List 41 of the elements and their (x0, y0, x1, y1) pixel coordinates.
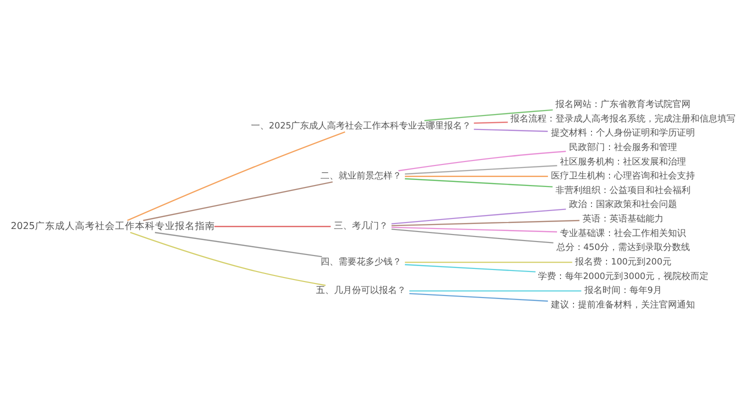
connector (391, 208, 566, 224)
connector (404, 264, 536, 272)
node-text: 建议：提前准备材料，关注官网通知 (551, 300, 696, 310)
node-text: 非营利组织：公益项目和社会福利 (556, 186, 691, 196)
connector (392, 220, 580, 226)
node-text: 提交材料：个人身份证明和学历证明 (551, 128, 696, 139)
connector (424, 109, 553, 122)
connector (404, 178, 553, 188)
node-text: 报名网站：广东省教育考试院官网 (556, 100, 691, 110)
node-text: 报名流程：登录成人高考报名系统，完成注册和信息填写 (510, 114, 736, 124)
node-text: 专业基础课：社会工作相关知识 (560, 228, 686, 239)
node-text: 总分：450分，需达到录取分数线 (556, 243, 690, 254)
node-text: 五、几月份可以报名？ (316, 286, 406, 296)
connector (409, 290, 582, 292)
node-text: 民政部门：社会服务和管理 (569, 142, 678, 153)
connector (474, 128, 548, 132)
connector (214, 226, 331, 228)
connector (404, 176, 548, 177)
connector (130, 232, 326, 286)
connector (409, 292, 548, 302)
node-text: 政治：国家政策和社会问题 (569, 200, 678, 210)
node-text: 2025广东成人高考社会工作本科专业报名指南 (10, 220, 215, 232)
connector (474, 122, 508, 124)
connector (127, 131, 346, 222)
node-text: 三、考几门？ (334, 222, 388, 232)
node-text: 二、就业前景怎样？ (320, 172, 402, 182)
connector (398, 150, 566, 172)
connector (391, 228, 554, 244)
connector (392, 226, 558, 232)
node-text: 一、2025广东成人高考社会工作本科专业去哪里报名？ (250, 121, 472, 132)
node-text: 学费：每年2000元到3000元，视院校而定 (538, 272, 709, 282)
connector (404, 165, 558, 175)
connector (404, 262, 572, 263)
connector (143, 181, 333, 222)
connector (154, 232, 322, 258)
node-text: 医疗卫生机构：心理咨询和社会支持 (551, 172, 696, 182)
node-text: 社区服务机构：社区发展和治理 (560, 157, 686, 168)
node-text: 报名时间：每年9月 (584, 286, 662, 296)
node-text: 报名费：100元到200元 (575, 258, 672, 268)
node-text: 四、需要花多少钱？ (320, 258, 402, 268)
node-text: 英语：英语基础能力 (582, 214, 664, 225)
